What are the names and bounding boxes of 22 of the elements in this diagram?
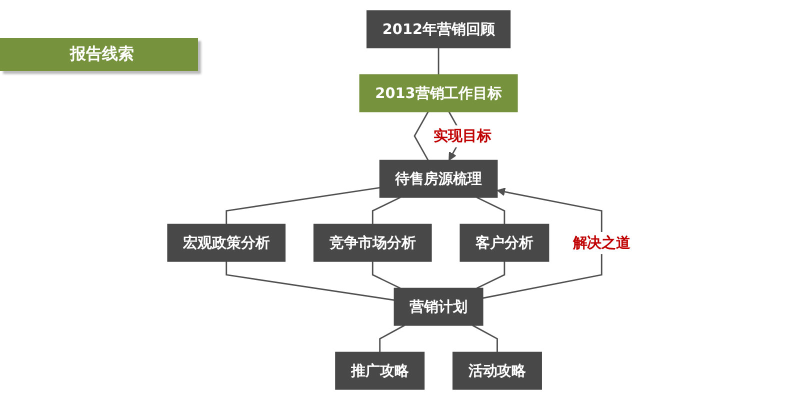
node-box: 待售房源梳理 [380, 160, 498, 198]
node-box: 客户分析 [460, 224, 550, 262]
connector [226, 186, 380, 224]
node-box: 竞争市场分析 [314, 224, 432, 262]
section-heading: 报告线索 [0, 38, 198, 71]
node-box: 活动攻略 [452, 352, 542, 390]
connector [380, 324, 406, 352]
node-box: 2012年营销回顾 [366, 10, 511, 48]
arrow [483, 188, 603, 299]
connector [372, 196, 402, 224]
connector [476, 196, 506, 224]
edge-label: 实现目标 [434, 127, 492, 144]
connector [472, 324, 498, 352]
connector [372, 261, 402, 289]
connector [438, 48, 440, 75]
node-box: 推广攻略 [336, 352, 425, 390]
edge-label: 解决之道 [573, 234, 631, 252]
connector [476, 261, 506, 289]
node-box: 营销计划 [394, 288, 484, 326]
connector [226, 261, 395, 301]
node-box: 2013营销工作目标 [360, 74, 518, 112]
node-box: 宏观政策分析 [168, 224, 286, 262]
